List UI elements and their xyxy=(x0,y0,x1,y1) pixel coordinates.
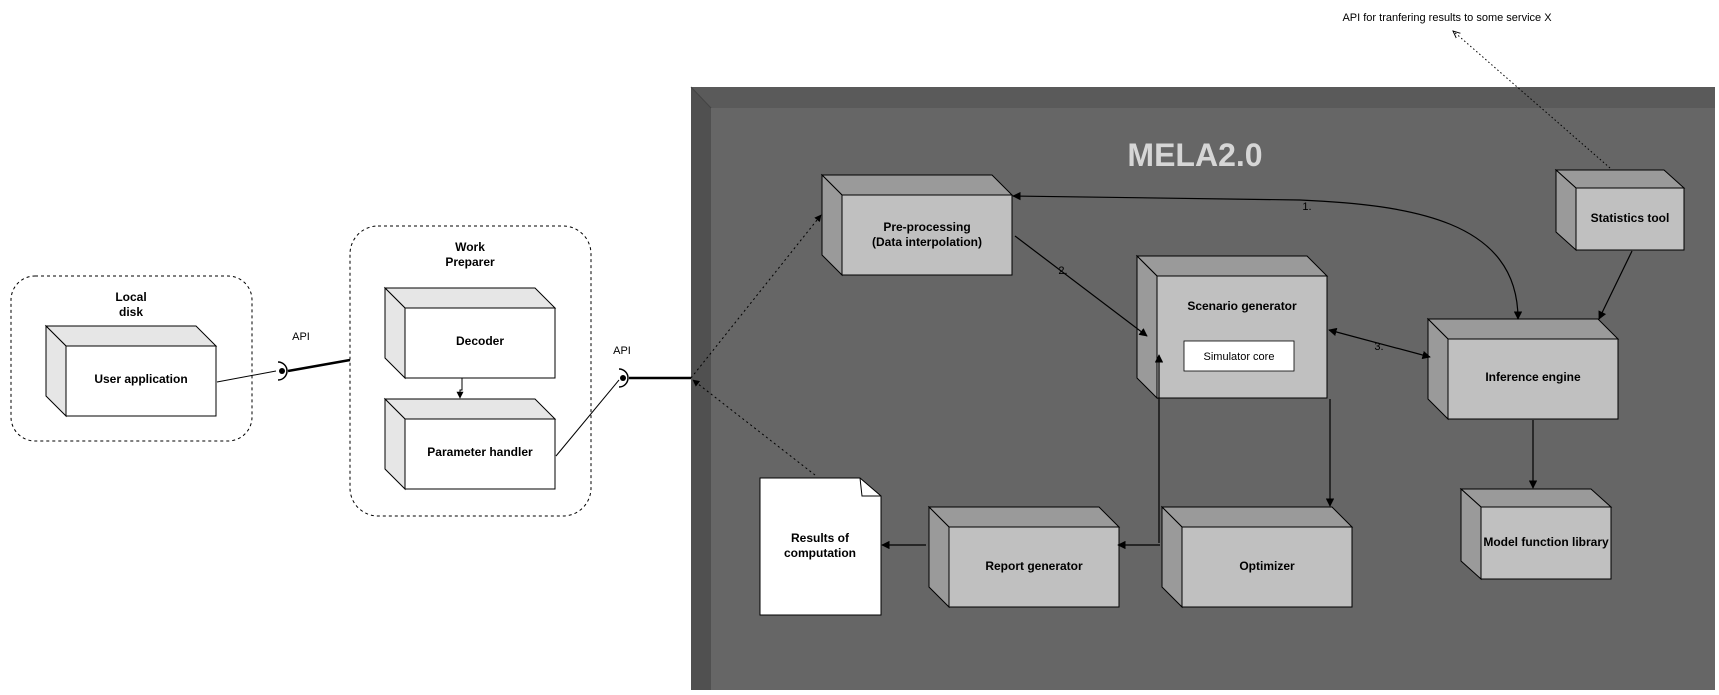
decoder-label: Decoder xyxy=(456,334,504,348)
results-label-2: computation xyxy=(784,546,856,560)
results-document[interactable] xyxy=(759,477,882,616)
inference-preprocessing-connector xyxy=(1012,191,1523,320)
preprocessing-label-1: Pre-processing xyxy=(883,220,970,234)
step-1-label: 1. xyxy=(1302,201,1311,213)
work-preparer-group xyxy=(349,225,592,517)
decoder-to-parameter-arrow xyxy=(456,378,464,399)
local-disk-title-1: Local xyxy=(115,290,146,304)
local-disk-group xyxy=(10,275,253,442)
results-to-api-dotted xyxy=(692,379,816,476)
preprocessing-label-2: (Data interpolation) xyxy=(872,235,982,249)
simulator-core-label: Simulator core xyxy=(1204,351,1275,363)
statistics-tool-label: Statistics tool xyxy=(1591,211,1670,225)
statistics-tool-node[interactable] xyxy=(1554,168,1686,252)
simulator-core-box[interactable] xyxy=(1183,340,1295,372)
report-generator-label: Report generator xyxy=(985,559,1083,573)
local-disk-title-2: disk xyxy=(119,305,143,319)
preprocessing-to-scenario-connector xyxy=(1014,235,1148,337)
parameter-handler-node[interactable] xyxy=(383,397,557,491)
api-label-left: API xyxy=(292,331,310,343)
api-interface-left xyxy=(216,358,351,383)
inference-engine-label: Inference engine xyxy=(1485,370,1581,384)
scenario-generator-label: Scenario generator xyxy=(1187,299,1297,313)
statistics-to-external-dotted xyxy=(1453,31,1611,169)
results-label-1: Results of xyxy=(791,531,850,545)
statistics-to-inference-connector xyxy=(1598,250,1633,320)
scenario-inference-connector xyxy=(1328,327,1431,360)
model-function-library-label: Model function library xyxy=(1483,535,1609,549)
scenario-generator-node[interactable] xyxy=(1135,254,1329,400)
mela-title: MELA2.0 xyxy=(1127,137,1262,173)
external-api-annotation: API for tranfering results to some servi… xyxy=(1342,12,1552,24)
work-preparer-title-2: Preparer xyxy=(445,255,495,269)
work-preparer-title-1: Work xyxy=(455,240,485,254)
optimizer-label: Optimizer xyxy=(1239,559,1295,573)
step-2-label: 2. xyxy=(1058,265,1067,277)
api-label-right: API xyxy=(613,345,631,357)
api-interface-right xyxy=(555,368,691,457)
optimizer-node[interactable] xyxy=(1160,505,1354,609)
inference-engine-node[interactable] xyxy=(1426,317,1620,421)
user-application-node[interactable] xyxy=(44,324,218,418)
preprocessing-node[interactable] xyxy=(820,173,1014,277)
user-application-label: User application xyxy=(94,372,187,386)
decoder-node[interactable] xyxy=(383,286,557,380)
parameter-handler-label: Parameter handler xyxy=(427,445,533,459)
step-3-label: 3. xyxy=(1374,341,1383,353)
report-generator-node[interactable] xyxy=(927,505,1121,609)
model-function-library-node[interactable] xyxy=(1459,487,1613,581)
